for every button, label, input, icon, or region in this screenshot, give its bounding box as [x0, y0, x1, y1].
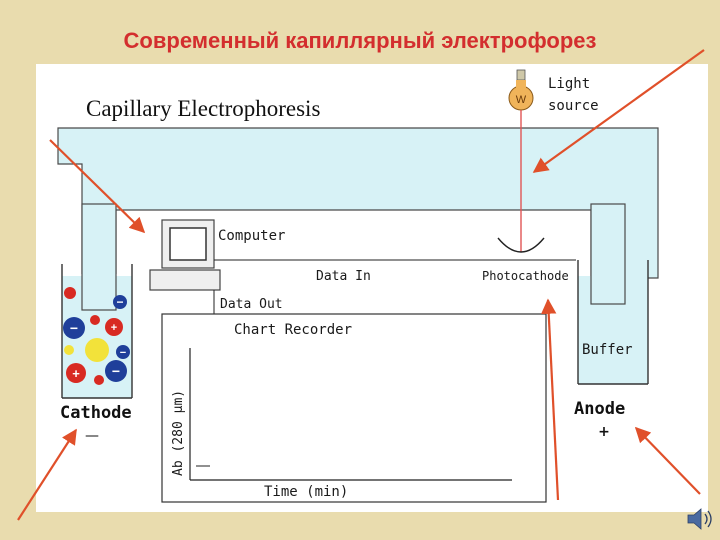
capillary-joint-cover — [592, 205, 624, 213]
capillary-electrophoresis-diagram: Capillary Electrophoresis − − + − — [57, 69, 659, 503]
negative-particle-sign: − — [70, 320, 78, 336]
positive-particle-small — [94, 375, 104, 385]
positive-particle-large — [66, 363, 86, 383]
negative-particle-large — [105, 360, 127, 382]
light-bulb-icon: W — [508, 69, 534, 111]
negative-particle-large — [63, 317, 85, 339]
diagram-heading: Capillary Electrophoresis — [86, 96, 320, 121]
anode-sign: + — [598, 424, 610, 440]
y-axis-label: Ab (280 µm) — [171, 390, 186, 476]
photocathode-label: Photocathode — [482, 269, 569, 283]
negative-particle-small — [113, 295, 127, 309]
photocathode-sensor — [497, 237, 545, 253]
capillary-anode-end — [590, 203, 626, 305]
neutral-particle-large — [85, 338, 109, 362]
cathode-sign: — — [85, 428, 99, 444]
slide-title: Современный капиллярный электрофорез — [123, 28, 597, 53]
lamp-letter: W — [516, 94, 527, 106]
negative-particle-small — [116, 345, 130, 359]
chart-recorder-box — [161, 313, 547, 503]
positive-particle-sign: + — [72, 366, 80, 381]
cathode-label: Cathode — [60, 403, 132, 423]
data-in-label: Data In — [316, 269, 371, 284]
computer-icon — [149, 219, 221, 291]
positive-particle-sign: + — [111, 322, 117, 334]
negative-particle-sign: − — [112, 363, 120, 379]
positive-particle-small — [90, 315, 100, 325]
light-source-label: Light — [548, 76, 590, 92]
positive-particle-small — [64, 287, 76, 299]
capillary-cathode-end — [81, 203, 117, 311]
anode-label: Anode — [574, 399, 625, 419]
computer-label: Computer — [218, 228, 285, 244]
neutral-particle-small — [64, 345, 74, 355]
negative-particle-sign: − — [116, 295, 123, 309]
positive-particle-medium — [105, 318, 123, 336]
negative-particle-sign: − — [120, 347, 126, 359]
speaker-icon[interactable] — [684, 504, 718, 534]
x-axis-label: Time (min) — [264, 484, 348, 500]
buffer-label: Buffer — [582, 342, 633, 358]
data-out-label: Data Out — [220, 297, 283, 312]
diagram-panel: Capillary Electrophoresis − − + − — [36, 64, 708, 512]
chart-recorder-label: Chart Recorder — [234, 322, 352, 338]
particles: − − + − + − — [63, 287, 130, 385]
capillary-joint-cover — [83, 205, 115, 213]
light-source-label: source — [548, 98, 599, 114]
